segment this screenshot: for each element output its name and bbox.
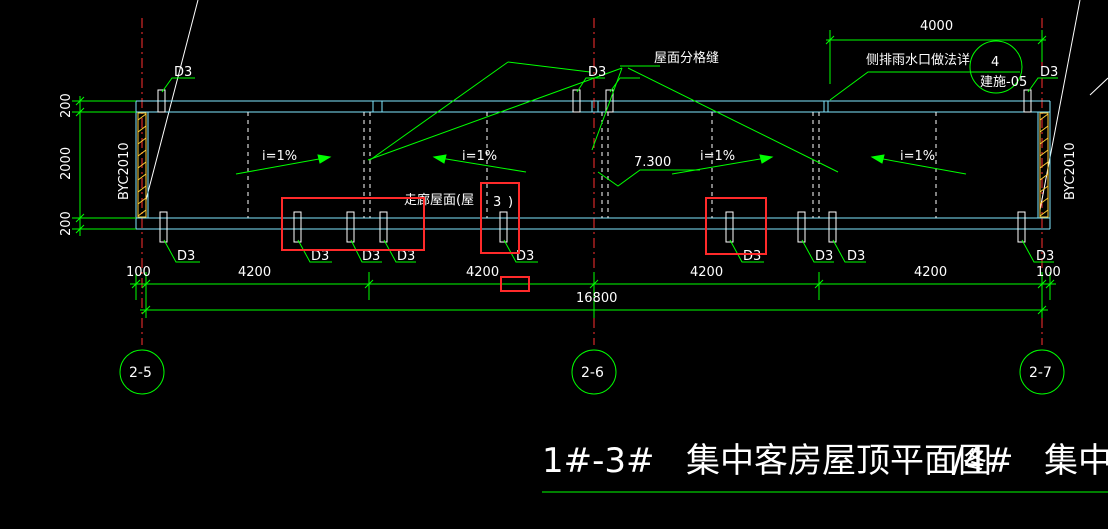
drawing-title: 1#-3# 集中客房屋顶平面图 /4# 集中客 bbox=[542, 441, 1108, 493]
drain-label: D3 bbox=[815, 249, 833, 264]
detail-number: 4 bbox=[991, 55, 999, 70]
drain-label: D3 bbox=[174, 65, 192, 80]
drain-label: D3 bbox=[177, 249, 195, 264]
drain-label: D3 bbox=[311, 249, 329, 264]
leader-lines bbox=[161, 61, 1058, 263]
highlight-box bbox=[281, 197, 425, 251]
drain-labels: D3 D3 D3 D3 D3 D3 D3 D3 D3 D3 D3 D3 bbox=[174, 65, 1058, 264]
total-dim: 16800 bbox=[576, 291, 617, 306]
bottom-dim: 4200 bbox=[690, 265, 723, 280]
drain-label: D3 bbox=[847, 249, 865, 264]
drain-label: D3 bbox=[743, 249, 761, 264]
top-dimension bbox=[825, 30, 1047, 84]
walk-roof-label: 走廊屋面(屋 bbox=[404, 192, 474, 208]
detail-callout: 4 建施-05 bbox=[969, 40, 1027, 94]
slope-arrows bbox=[235, 154, 967, 175]
roof-joint-label: 屋面分格缝 bbox=[654, 50, 719, 66]
bottom-dim: 100 bbox=[126, 265, 151, 280]
byc-left-label: BYC2010 bbox=[117, 142, 132, 200]
bottom-dim: 4200 bbox=[238, 265, 271, 280]
slope-label: i=1% bbox=[700, 149, 735, 164]
highlight-box bbox=[705, 197, 767, 255]
left-dim-200-top: 200 bbox=[59, 93, 74, 118]
drain-label: D3 bbox=[362, 249, 380, 264]
roof-outline bbox=[135, 100, 1051, 230]
left-dim-2000: 2000 bbox=[59, 147, 74, 180]
walk-roof-close: ) bbox=[508, 195, 513, 210]
axis-label-2-6: 2-6 bbox=[581, 365, 604, 381]
drain-label: D3 bbox=[516, 249, 534, 264]
diagonal-reference-lines bbox=[145, 0, 1108, 211]
byc-right-label: BYC2010 bbox=[1063, 142, 1078, 200]
drain-label: D3 bbox=[588, 65, 606, 80]
axis-label-2-7: 2-7 bbox=[1029, 365, 1052, 381]
drain-label: D3 bbox=[1040, 65, 1058, 80]
bottom-dim: 4200 bbox=[466, 265, 499, 280]
drain-sleeves bbox=[157, 89, 1032, 243]
title-part-3: /4# bbox=[952, 441, 1014, 481]
bottom-dim: 100 bbox=[1036, 265, 1061, 280]
slope-labels: i=1% i=1% i=1% i=1% bbox=[262, 149, 935, 164]
left-dimensions bbox=[72, 96, 136, 236]
highlight-boxes bbox=[281, 182, 767, 292]
left-dim-200-bottom: 200 bbox=[59, 211, 74, 236]
axis-bubbles bbox=[119, 349, 1065, 395]
axis-label-2-5: 2-5 bbox=[129, 365, 152, 381]
title-part-4: 集中客 bbox=[1044, 441, 1108, 481]
side-drain-label: 侧排雨水口做法详 bbox=[866, 53, 970, 68]
detail-sheet: 建施-05 bbox=[980, 75, 1027, 90]
axis-center-lines bbox=[141, 18, 1043, 345]
bottom-dimensions bbox=[130, 272, 1056, 318]
drain-label: D3 bbox=[1036, 249, 1054, 264]
highlight-box bbox=[500, 276, 530, 292]
top-dimension-value: 4000 bbox=[920, 19, 953, 34]
slope-label: i=1% bbox=[462, 149, 497, 164]
drain-label: D3 bbox=[397, 249, 415, 264]
bottom-dim: 4200 bbox=[914, 265, 947, 280]
internal-dashed-lines bbox=[247, 112, 937, 218]
slope-label: i=1% bbox=[900, 149, 935, 164]
slope-label: i=1% bbox=[262, 149, 297, 164]
parapet-hatch bbox=[137, 112, 1049, 218]
walk-roof-number: 3 bbox=[493, 195, 501, 210]
elevation-label: 7.300 bbox=[634, 155, 671, 170]
title-part-1: 1#-3# bbox=[542, 441, 655, 481]
title-part-2: 集中客房屋顶平面图 bbox=[686, 441, 992, 481]
highlight-box bbox=[480, 182, 520, 254]
